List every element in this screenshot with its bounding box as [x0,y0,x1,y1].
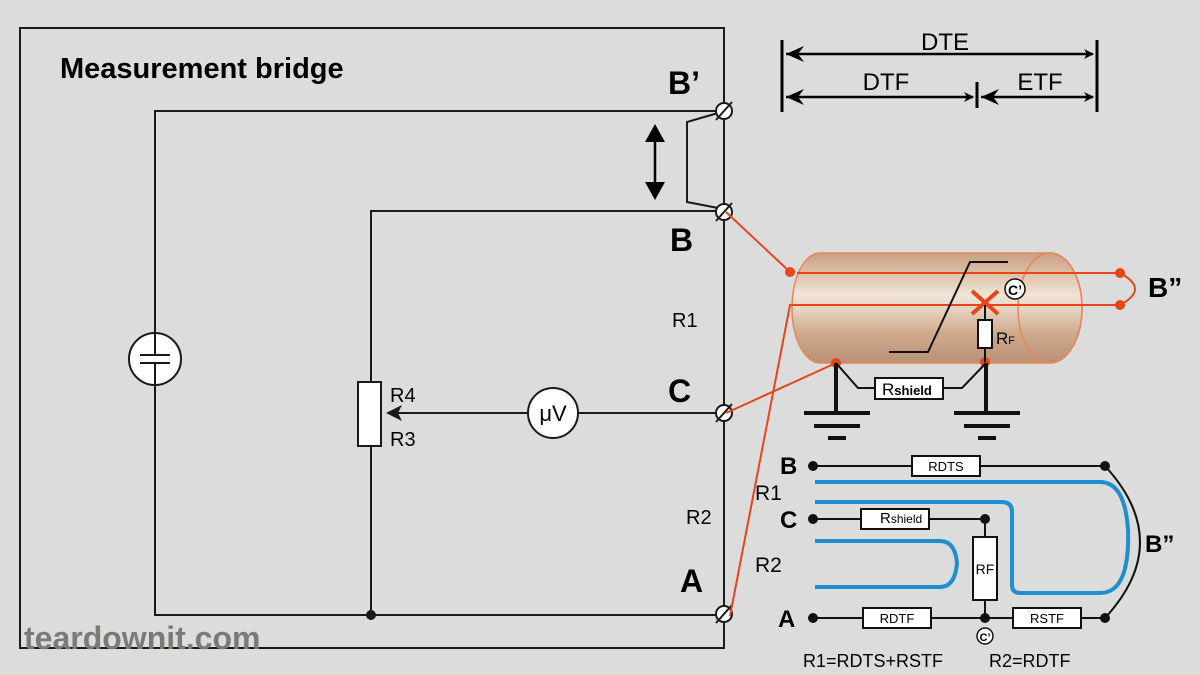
rdtf-label: RDTF [880,611,915,626]
formula-r1: R1=RDTS+RSTF [803,651,943,671]
equivalent-circuit: RDTS Rshield RF RDTF RSTF C’ [808,455,1141,645]
screw-terminal-c [715,403,733,423]
rshield-eq-resistor [860,508,930,530]
eq-r1-loop-label: R1 [755,482,782,505]
rshield-eq-label: Rshield [880,510,922,527]
cable-end-b-double-prime: B” [1148,272,1182,303]
rf-label: RF [996,329,1015,348]
svg-text:C’: C’ [980,632,991,644]
eq-node-a: A [778,606,795,633]
dte-label: DTE [921,29,969,56]
rshield-label: Rshield [882,380,932,399]
dtf-label: DTF [863,69,910,96]
eq-node-b-double-prime: B” [1145,531,1174,558]
shield-grounding: Rshield [804,362,1020,440]
screw-terminal-b-prime [715,101,733,121]
eq-node-c: C [780,507,797,534]
meter-label: μV [539,401,567,426]
dc-source-icon [128,332,182,386]
updown-arrow-icon [645,124,665,200]
rf-eq-resistor [972,536,998,601]
terminal-a-label: A [680,563,703,599]
wiper-arrow-icon [386,405,402,421]
rdtf-resistor [862,607,932,629]
title: Measurement bridge [60,53,344,85]
label-r4: R4 [390,385,416,407]
fault-x-icon [970,289,1000,316]
eq-r2-loop-label: R2 [755,554,782,577]
r1-loop-trace [815,480,1131,595]
formula-r2: R2=RDTF [989,651,1071,671]
r2-loop-trace [815,539,960,589]
terminal-c-label: C [668,373,691,409]
ground-icon-right [954,411,1020,440]
screw-terminal-a [715,604,733,624]
rstf-label: RSTF [1030,611,1064,626]
rshield-resistor [874,377,944,400]
rdts-resistor [911,455,981,477]
cable: C’ RF [725,211,1136,617]
rstf-resistor [1012,607,1082,629]
dimension-markers [780,40,1099,112]
rf-resistor [977,319,993,349]
screw-terminal-b [715,202,733,222]
terminal-screws [715,101,733,624]
cable-end-ellipse [1017,252,1083,364]
terminal-b-label: B [670,222,693,258]
ground-icon-left [804,411,870,440]
eq-fault-point-marker: C’ [976,627,994,645]
etf-label: ETF [1017,69,1062,96]
rdts-label: RDTS [928,459,964,474]
bridge-wiring [154,28,725,648]
eq-node-b: B [780,453,797,480]
rf-eq-label: RF [976,561,995,577]
potentiometer [357,381,402,447]
watermark: teardownit.com [24,620,260,656]
terminal-b-prime-label: B’ [668,65,700,101]
bridge-r2-label: R2 [686,507,712,529]
microvoltmeter: μV [527,387,579,439]
bridge-r1-label: R1 [672,310,698,332]
fault-point-c-prime-marker: C’ [1004,278,1026,300]
label-r3: R3 [390,429,416,451]
junction-dot [366,610,376,620]
svg-text:C’: C’ [1008,282,1022,298]
